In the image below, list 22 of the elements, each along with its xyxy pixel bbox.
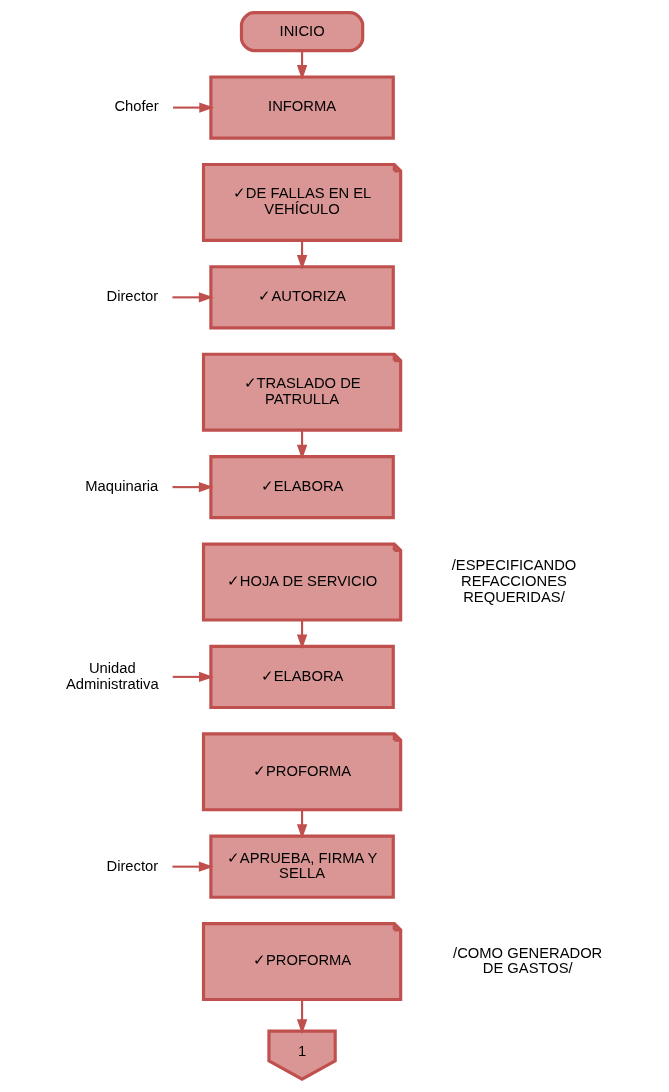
node-box: ✓AUTORIZA bbox=[209, 265, 395, 330]
node-box: INICIO bbox=[239, 11, 365, 53]
node-text: Maquinaria bbox=[85, 478, 159, 495]
node-label: /ESPECIFICANDO REFACCIONES REQUERIDAS/ bbox=[451, 557, 577, 605]
node-box: INFORMA bbox=[209, 75, 395, 140]
arrow bbox=[296, 430, 308, 460]
arrow bbox=[173, 102, 215, 113]
node-box: ✓ELABORA bbox=[209, 644, 395, 710]
node-text: Unidad Administrativa bbox=[65, 659, 159, 692]
node-text: Director bbox=[106, 288, 159, 305]
arrow bbox=[172, 481, 214, 493]
arrow bbox=[172, 861, 214, 872]
node-label: /COMO GENERADOR DE GASTOS/ bbox=[453, 944, 603, 977]
arrow bbox=[296, 240, 308, 270]
node-text: Chofer bbox=[114, 98, 159, 115]
arrow bbox=[296, 999, 308, 1035]
arrow bbox=[172, 292, 214, 303]
node-box: ✓APRUEBA, FIRMA Y SELLA bbox=[209, 834, 395, 899]
node-text: Director bbox=[106, 857, 159, 874]
node-box: ✓ELABORA bbox=[209, 454, 395, 520]
arrow bbox=[172, 671, 214, 683]
arrow bbox=[296, 620, 308, 650]
